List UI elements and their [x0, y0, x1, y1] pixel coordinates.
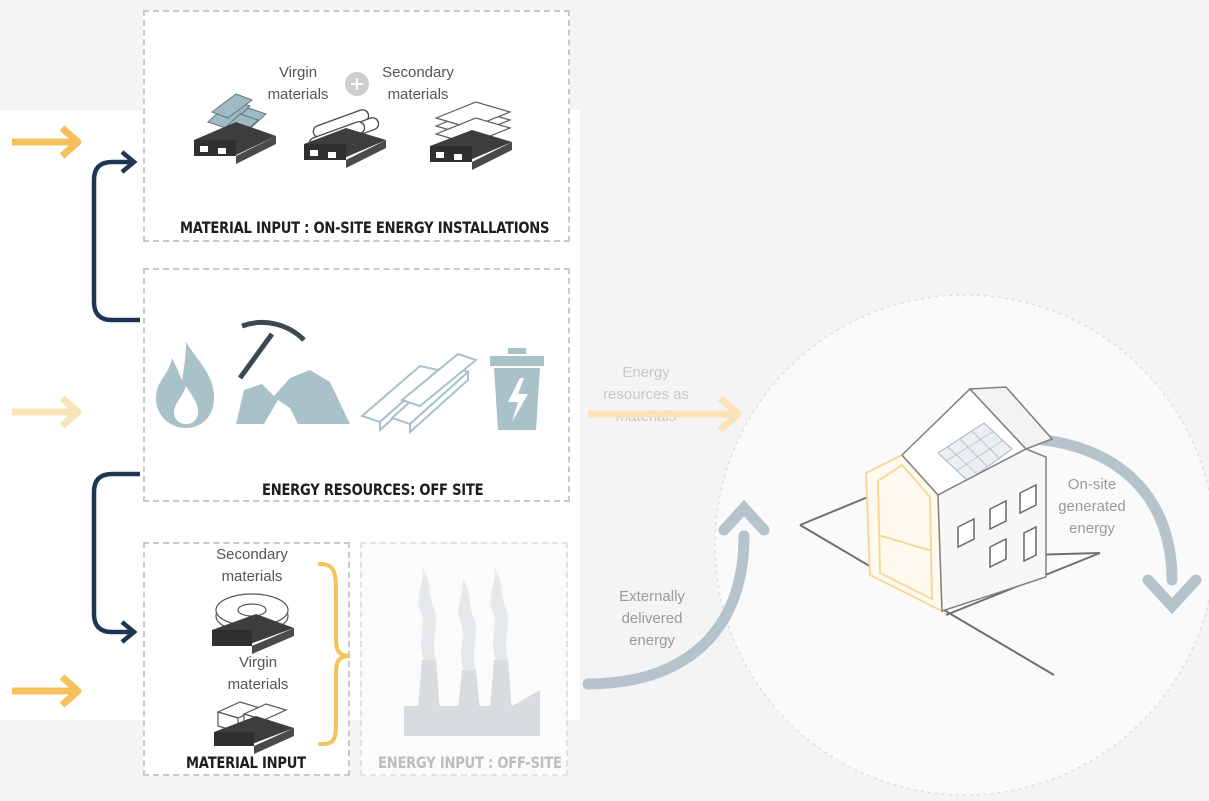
flame-icon [156, 342, 214, 428]
energy-input-title: ENERGY INPUT : OFF-SITE [378, 753, 562, 772]
resources-title: ENERGY RESOURCES: OFF SITE [262, 480, 484, 499]
secondary-materials-label-2: Secondary materials [216, 546, 288, 585]
input-arrow-bottom-icon [12, 674, 82, 708]
grouping-brace [318, 562, 351, 746]
secondary-materials-label: Secondary materials [382, 64, 454, 103]
external-energy-arc-icon [582, 499, 770, 690]
blocks-pallet-icon [214, 701, 294, 754]
sheets-pallet-icon [430, 101, 512, 170]
input-arrow-middle-icon [12, 395, 82, 429]
loop-arrow-upper-icon [91, 150, 140, 323]
pipes-pallet-icon [304, 109, 386, 168]
installations-title: MATERIAL INPUT : ON-SITE ENERGY INSTALLA… [180, 218, 550, 237]
solar-panel-pallet-icon [194, 93, 276, 164]
mining-pickaxe-icon [236, 320, 350, 424]
virgin-materials-label: Virgin materials [267, 64, 329, 103]
material-input-title: MATERIAL INPUT [186, 753, 306, 772]
resources-flow-arrow-icon [588, 395, 742, 433]
loop-arrow-lower-icon [91, 471, 140, 644]
on-site-generated-label: On-site generated energy [1058, 476, 1126, 537]
input-arrow-top-icon [12, 125, 82, 159]
virgin-materials-label-2: Virgin materials [227, 654, 289, 693]
house-illustration [799, 386, 1101, 676]
externally-delivered-label: Externally delivered energy [619, 588, 685, 649]
cable-coil-pallet-icon [212, 593, 294, 654]
power-plant-icon [404, 568, 540, 736]
battery-bin-icon [490, 348, 544, 430]
timber-planks-icon [360, 352, 479, 435]
plus-icon [345, 72, 369, 96]
